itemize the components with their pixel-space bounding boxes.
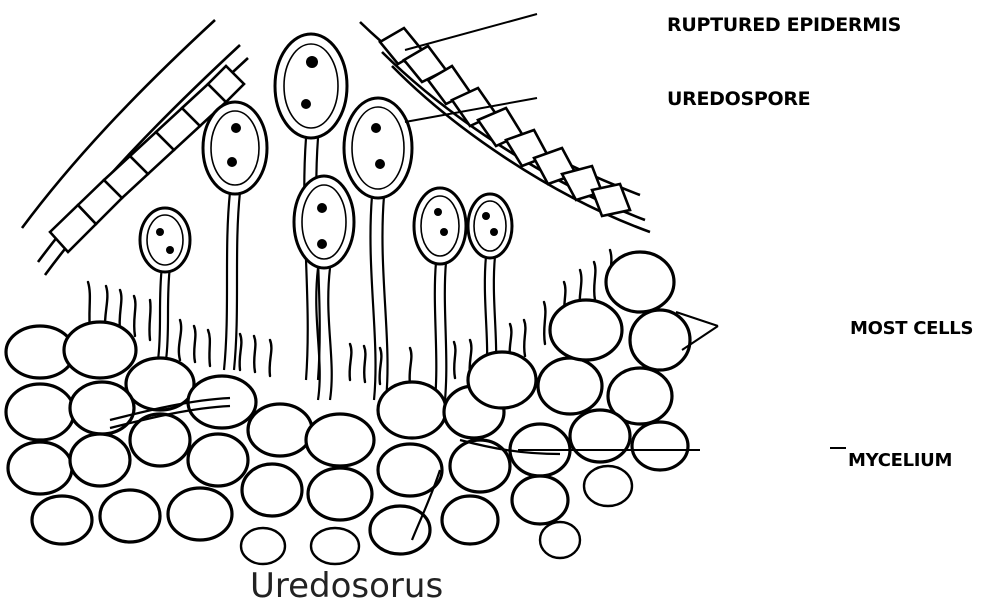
host-cells (6, 252, 690, 564)
label-ruptured-epidermis: RUPTURED EPIDERMIS (667, 14, 901, 36)
diagram-caption: Uredosorus (250, 566, 443, 606)
leader-ruptured-epidermis (405, 14, 537, 50)
label-mycelium: MYCELIUM (848, 450, 952, 471)
label-most-cells: MOST CELLS (850, 318, 973, 339)
label-uredospore: UREDOSPORE (667, 88, 810, 110)
